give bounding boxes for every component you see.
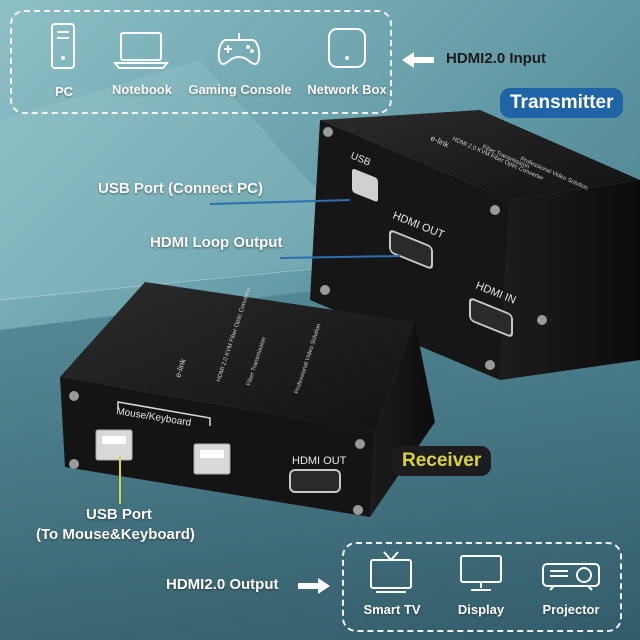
usb-mk-callout-line2: (To Mouse&Keyboard) [36,526,195,543]
output-label-smart-tv: Smart TV [363,602,421,617]
usb-connect-pc-callout: USB Port (Connect PC) [98,180,263,197]
monitor-icon [460,555,502,591]
gamepad-icon [217,33,261,66]
network-box-icon [328,28,366,68]
arrow-right-icon [298,578,330,594]
source-label-gaming-console: Gaming Console [188,82,292,97]
tv-icon [370,551,412,593]
rx-hdmi-out-label: HDMI OUT [292,455,347,467]
hdmi-loop-callout-line [280,255,400,259]
source-label-network-box: Network Box [307,82,387,97]
pc-icon [51,23,75,69]
output-label-projector: Projector [542,602,600,617]
arrow-left-icon [402,52,434,68]
usb-mk-callout-line1: USB Port [86,506,152,523]
output-label-display: Display [457,602,505,617]
hdmi-loop-output-callout: HDMI Loop Output [150,234,283,251]
projector-icon [542,563,600,591]
output-devices-box [342,542,622,632]
transmitter-badge: Transmitter [500,88,624,118]
source-devices-box [10,10,392,114]
hdmi-input-label: HDMI2.0 Input [446,50,546,67]
source-label-notebook: Notebook [112,82,172,97]
hdmi-output-label: HDMI2.0 Output [166,576,279,593]
usb-callout-line [210,199,350,205]
source-label-pc: PC [54,84,74,99]
notebook-icon [113,32,169,69]
usb-mk-callout-line [119,456,121,504]
receiver-device: Mouse/Keyboard HDMI OUT e-link HDMI 2.0 … [60,282,435,517]
receiver-badge: Receiver [392,446,492,476]
